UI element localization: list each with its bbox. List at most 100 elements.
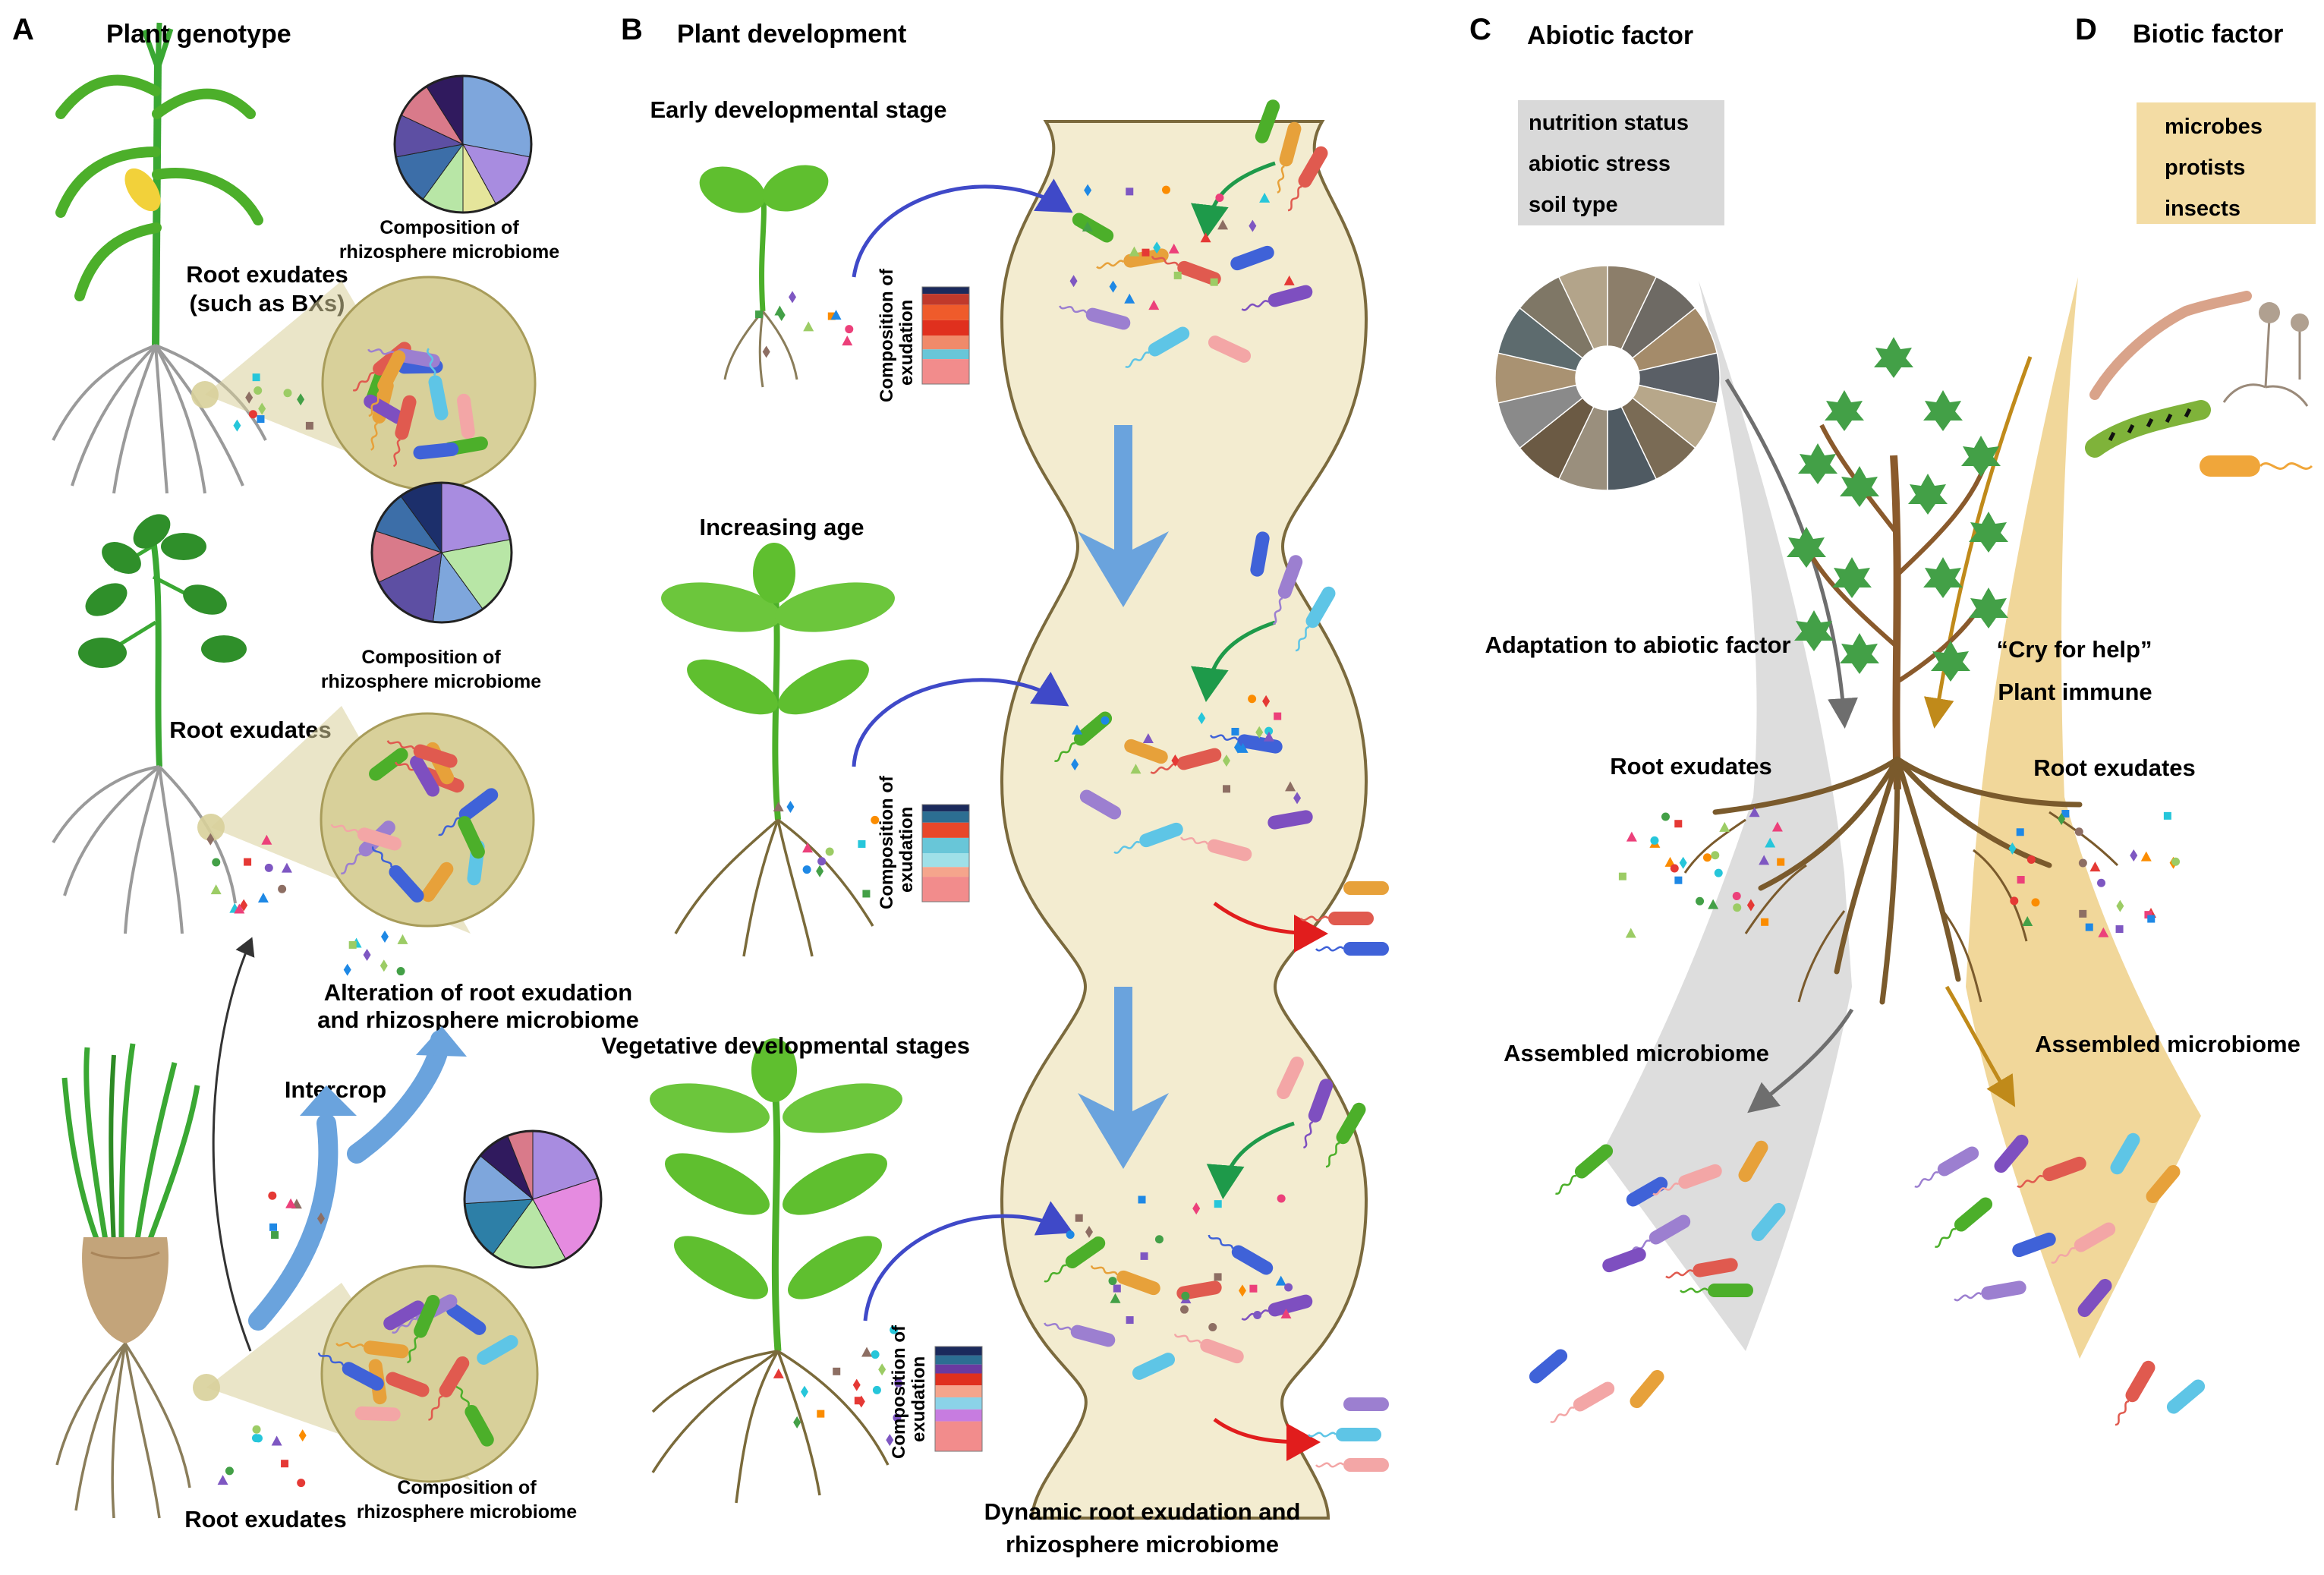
bacterium-icon — [354, 1406, 401, 1422]
exudate-square — [2163, 811, 2171, 820]
bacterium-flagellum — [317, 1352, 345, 1366]
exudate-dot — [1253, 1311, 1262, 1320]
soil-sample-segment — [1497, 307, 1584, 372]
exudate-dot — [2078, 858, 2087, 868]
bacterium-icon — [392, 395, 417, 468]
exudate-triangle — [1259, 192, 1271, 203]
exudate-triangle — [1626, 831, 1637, 842]
exudate-triangle — [2098, 927, 2109, 937]
exudate-square — [1674, 820, 1683, 828]
composition-label-3-line2: rhizosphere microbiome — [357, 1501, 577, 1523]
root-exudates-label-tomato: Root exudates — [169, 717, 332, 743]
bacterium-body — [1678, 1164, 1722, 1189]
worm-icon — [2089, 291, 2252, 400]
bacterium-body — [464, 1404, 494, 1447]
bacterium-icon — [330, 824, 402, 851]
exudation-segment — [935, 1421, 982, 1451]
leaf-icon — [1840, 633, 1879, 674]
exudate-triangle — [803, 321, 814, 332]
exudate-diamond — [1238, 1284, 1246, 1297]
exudate-diamond — [1153, 241, 1161, 254]
exudate-dot — [871, 1350, 880, 1359]
pie-slice — [462, 75, 532, 158]
exudate-diamond — [1171, 754, 1179, 767]
exudate-diamond — [1255, 726, 1264, 739]
bacterium-icon — [2115, 1360, 2156, 1426]
bacterium-icon — [2146, 1164, 2181, 1204]
exudate-square — [1618, 872, 1626, 880]
soil-types-wheel — [1494, 265, 1721, 491]
bacterium-flagellum — [2051, 1247, 2076, 1264]
leaf-icon — [1825, 390, 1864, 431]
bacterium-flagellum — [1113, 840, 1141, 854]
soil-sample-segment — [1607, 265, 1658, 351]
tree-fine-roots — [1683, 811, 2119, 1003]
bacterium-flagellum — [1054, 742, 1076, 762]
composition-label-2-line2: rhizosphere microbiome — [321, 671, 541, 692]
soil-sample-segment — [1631, 384, 1718, 449]
panel-c-letter: C — [1469, 13, 1491, 46]
bacterium-icon — [427, 348, 449, 421]
exudate-dot — [2097, 878, 2106, 887]
exudate-dot — [2031, 898, 2040, 907]
bacterium-flagellum — [1150, 763, 1178, 774]
bacterium-flagellum — [370, 422, 379, 451]
exudate-diamond — [316, 1212, 325, 1225]
exudate-square — [858, 839, 866, 848]
soil-sample-segment — [1557, 405, 1608, 491]
bacteria-cluster-cd — [1529, 1132, 2206, 1426]
exudate-triangle — [1759, 855, 1770, 865]
exudate-triangle — [271, 1435, 282, 1446]
exudation-segment — [922, 359, 969, 384]
bacterium-body — [377, 350, 406, 392]
exudate-diamond — [1084, 184, 1092, 197]
bacterium-icon — [1132, 1353, 1176, 1380]
exudate-triangle — [1130, 764, 1142, 774]
exudation-segment — [922, 867, 969, 877]
abiotic-factors-box — [1518, 100, 1724, 225]
bacterium-icon — [406, 1294, 440, 1364]
leaf-icon — [1798, 443, 1837, 484]
exudate-square — [281, 1460, 289, 1468]
bacterium-icon — [369, 748, 408, 781]
exudate-dot — [1661, 812, 1670, 821]
exudate-diamond — [1085, 1226, 1093, 1239]
panel-b-title: Plant development — [677, 20, 906, 49]
exudation-segment — [922, 320, 969, 335]
exudate-dot — [1101, 716, 1110, 725]
bacterium-body — [1328, 912, 1374, 925]
bacterium-body — [1267, 1294, 1313, 1317]
bacterium-icon — [2012, 1232, 2056, 1258]
root-exudate-molecules-a — [206, 373, 408, 1488]
exudate-triangle — [802, 843, 814, 853]
exudation-segment — [922, 877, 969, 902]
composition-label-2-line1: Composition of — [361, 647, 501, 668]
bacterium-body — [458, 788, 499, 821]
bacterium-flagellum — [1044, 1264, 1067, 1283]
bacterium-body — [1176, 748, 1222, 770]
bacterium-body — [1177, 260, 1221, 286]
bacterium-body — [363, 1340, 409, 1359]
onion-microbiome-pie — [463, 1129, 603, 1269]
exudate-square — [1274, 712, 1282, 720]
bacterium-flagellum — [1287, 185, 1302, 212]
bacterium-flagellum — [1652, 1182, 1680, 1195]
exudate-dot — [278, 884, 287, 893]
soil-sample-segment — [1519, 276, 1595, 359]
bacterium-icon — [413, 442, 459, 460]
exudate-square — [1249, 1284, 1258, 1293]
exudation-label-2-line2: exudation — [896, 807, 917, 893]
leaf-shape — [1908, 474, 1948, 515]
bacterium-icon — [1343, 881, 1389, 895]
exudate-square — [1173, 271, 1182, 279]
bacterium-icon — [317, 1352, 384, 1391]
bacterium-body — [354, 1406, 401, 1422]
caterpillar-icon — [2085, 400, 2211, 458]
exudate-diamond — [762, 345, 770, 358]
composition-label-1-line1: Composition of — [379, 217, 519, 238]
exudate-diamond — [381, 930, 389, 943]
bacterium-icon — [1059, 305, 1131, 330]
bacterium-flagellum — [1272, 597, 1283, 625]
bacterium-flagellum — [386, 740, 415, 750]
